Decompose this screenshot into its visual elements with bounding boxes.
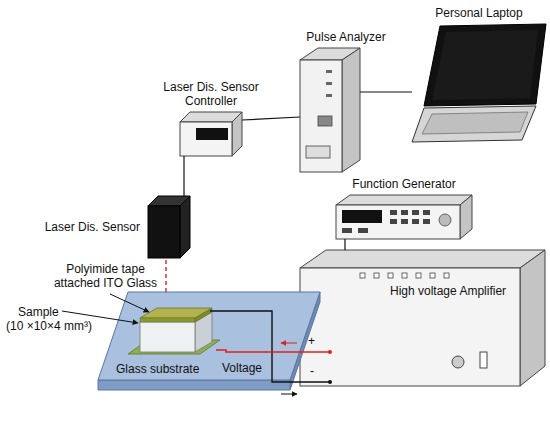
laptop-display bbox=[432, 30, 538, 100]
generator-box: Function Generator bbox=[336, 195, 472, 239]
amplifier-box: High voltage Amplifier bbox=[300, 250, 545, 386]
analyzer-side bbox=[342, 48, 360, 172]
laptop-base bbox=[412, 106, 536, 142]
amplifier-knob bbox=[452, 356, 464, 368]
ito-top-edge bbox=[140, 318, 195, 322]
controller-box: Laser Dis. Sensor Controller bbox=[180, 112, 242, 156]
leader-arrow bbox=[110, 294, 149, 312]
device-label: Laser Dis. Sensor bbox=[45, 220, 140, 234]
ito-top-edge bbox=[195, 308, 212, 322]
device-label: Laser Dis. Sensor Controller bbox=[155, 80, 267, 108]
amplifier-switch bbox=[480, 352, 487, 368]
negative-wire bbox=[210, 311, 330, 382]
analyzer-front bbox=[300, 60, 342, 172]
substrate-front bbox=[98, 380, 290, 390]
cable-line bbox=[242, 117, 300, 120]
laptop-screen bbox=[424, 24, 546, 106]
generator-display bbox=[342, 210, 382, 223]
polarity-label: + bbox=[308, 334, 315, 348]
current-arrow bbox=[281, 394, 297, 395]
laptop-keyboard bbox=[422, 112, 528, 134]
device-label: Function Generator bbox=[352, 177, 455, 191]
analyzer-slot bbox=[326, 94, 332, 97]
controller-front bbox=[180, 122, 232, 156]
generator-side bbox=[460, 195, 472, 239]
controller-side bbox=[232, 112, 242, 156]
terminal bbox=[328, 380, 332, 384]
dimension-label: (10 ×10×4 mm³) bbox=[6, 319, 92, 333]
device-label: Pulse Analyzer bbox=[306, 30, 385, 44]
analyzer-slot bbox=[326, 82, 332, 85]
signal-label: Voltage bbox=[222, 361, 262, 375]
generator-front bbox=[336, 205, 460, 239]
laptop-box: Personal Laptop bbox=[412, 24, 546, 142]
sensor-box: Laser Dis. Sensor bbox=[148, 196, 190, 258]
cable-line bbox=[360, 91, 412, 92]
analyzer-slot bbox=[326, 70, 332, 73]
device-label: Personal Laptop bbox=[435, 6, 522, 20]
terminal bbox=[328, 350, 332, 354]
generator-top bbox=[336, 195, 472, 205]
device-label: Glass substrate bbox=[116, 362, 199, 376]
analyzer-drive bbox=[306, 146, 330, 158]
analyzer-box: Pulse Analyzer bbox=[300, 48, 360, 172]
sensor-front bbox=[148, 206, 180, 258]
polarity-label: - bbox=[310, 364, 314, 378]
substrate-top bbox=[98, 292, 320, 380]
controller-display bbox=[196, 128, 228, 140]
device-label: High voltage Amplifier bbox=[390, 284, 506, 298]
cable-line bbox=[344, 239, 345, 250]
analyzer-port bbox=[318, 116, 332, 126]
cable-line bbox=[183, 156, 184, 196]
sample-front bbox=[140, 322, 195, 352]
positive-wire bbox=[216, 350, 330, 352]
sensor-side bbox=[180, 196, 190, 258]
amplifier-indicators bbox=[360, 273, 449, 278]
amplifier-front bbox=[300, 268, 520, 386]
generator-buttons bbox=[342, 210, 451, 233]
part-label: Sample bbox=[18, 305, 59, 319]
controller-top bbox=[180, 112, 242, 122]
amplifier-side bbox=[520, 250, 545, 386]
part-label: Polyimide tape attached ITO Glass bbox=[48, 262, 163, 290]
substrate-box: Glass substrate bbox=[98, 290, 320, 390]
current-arrow bbox=[281, 343, 297, 344]
amplifier-top bbox=[300, 250, 545, 268]
